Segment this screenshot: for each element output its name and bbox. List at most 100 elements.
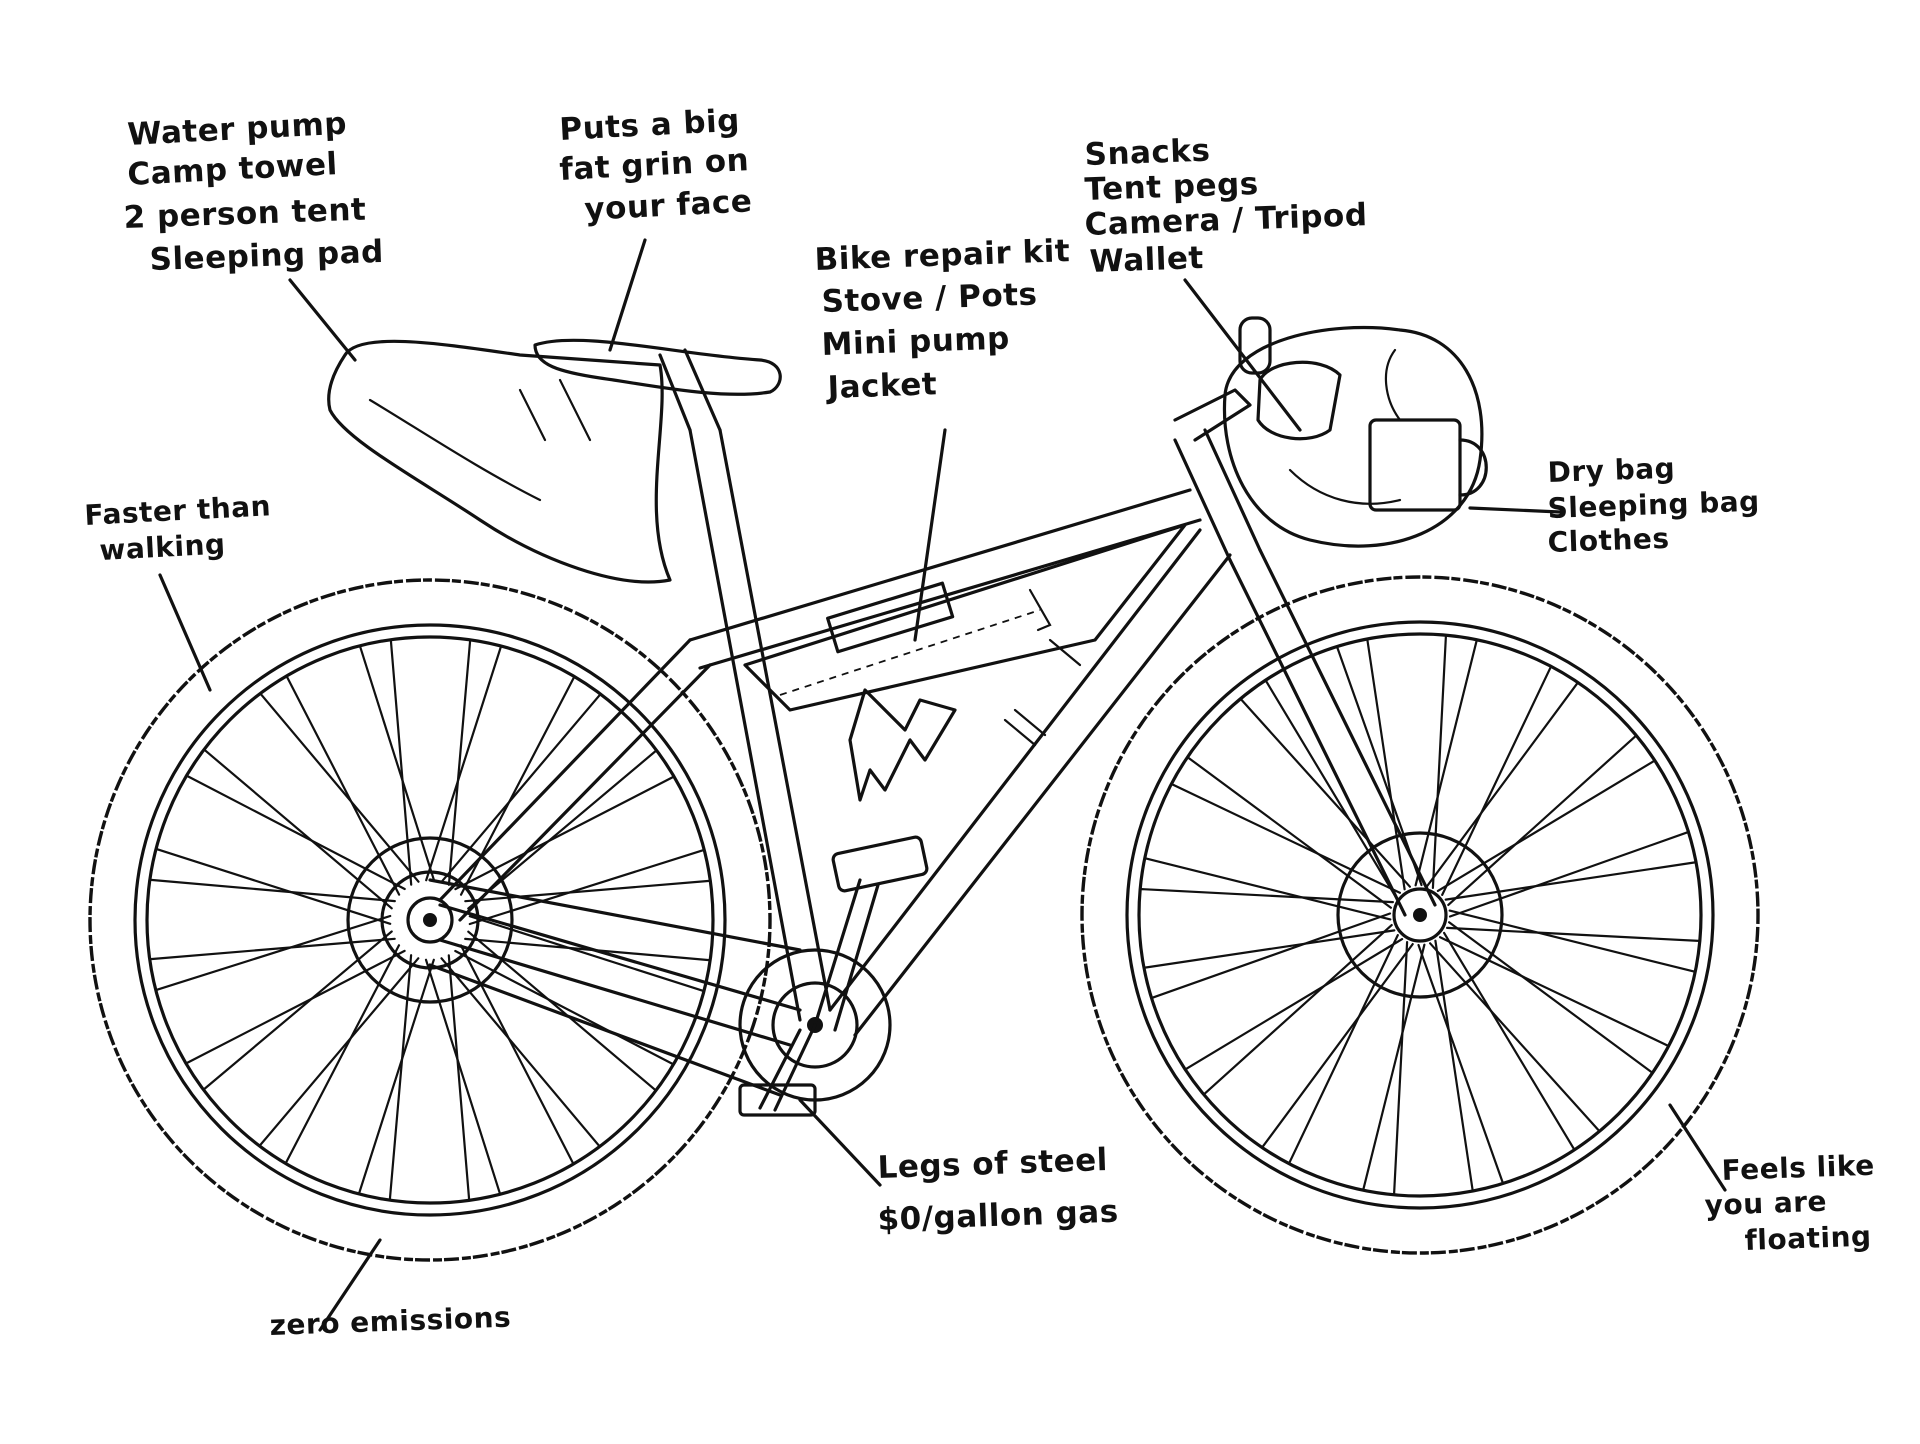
drivetrain xyxy=(428,835,929,1117)
rear-hub xyxy=(406,896,454,944)
annotation-pedals-2: $0/gallon gas xyxy=(877,1194,1119,1238)
seat-post xyxy=(658,348,722,432)
leader-lines xyxy=(158,238,1727,1332)
spoke xyxy=(285,944,401,1164)
spoke xyxy=(1336,646,1423,887)
rear-rim xyxy=(145,635,715,1205)
spoke xyxy=(459,944,575,1165)
spoke xyxy=(259,693,420,883)
front-tire xyxy=(1080,575,1760,1255)
annotation-saddle-2: fat grin on xyxy=(559,142,750,188)
saddle-shape xyxy=(533,338,782,396)
spoke xyxy=(424,958,501,1195)
head-tube xyxy=(1173,428,1262,562)
annotation-saddle-3: your face xyxy=(584,183,754,228)
seat-stay xyxy=(438,638,712,922)
spoke xyxy=(1447,735,1637,907)
frame-bag xyxy=(743,523,1187,712)
spoke xyxy=(186,774,406,891)
spoke xyxy=(155,848,392,925)
top-tube xyxy=(688,488,1202,670)
annotation-saddle-bag-4: Sleeping pad xyxy=(149,234,384,278)
spoke xyxy=(1143,929,1396,969)
spoke xyxy=(467,749,657,910)
spoke xyxy=(1140,887,1395,904)
spoke xyxy=(440,693,601,883)
rear-brake-rotor xyxy=(346,836,514,1004)
frame-bag-zipper-line xyxy=(779,609,1041,696)
annotation-rear-tire-2: walking xyxy=(99,527,227,567)
rear-cassette xyxy=(380,870,480,970)
spoke xyxy=(1366,638,1406,891)
annotation-rear-tire-1: Faster than xyxy=(84,489,272,532)
leader-front-tire xyxy=(1668,1103,1727,1192)
spoke xyxy=(1151,912,1392,999)
pedal-top xyxy=(831,835,929,893)
spoke xyxy=(1362,943,1426,1191)
front-spokes xyxy=(1140,635,1700,1195)
spoke xyxy=(1417,943,1504,1184)
annotation-frame-bag-4: Jacket xyxy=(825,366,938,406)
fork xyxy=(1228,548,1437,917)
chain-top xyxy=(428,878,802,952)
spoke xyxy=(389,639,413,886)
spoke xyxy=(468,849,705,926)
annotation-frame-bag-2: Stove / Pots xyxy=(821,276,1038,320)
spoke xyxy=(1431,635,1448,890)
front-tire-inner xyxy=(1125,620,1715,1210)
frame-bag-zipper xyxy=(1028,588,1052,632)
spoke xyxy=(1426,682,1579,888)
spoke xyxy=(1144,857,1392,921)
chainring-inner xyxy=(771,981,859,1069)
spoke xyxy=(1441,666,1552,897)
rear-tire xyxy=(88,578,772,1262)
chain-bottom xyxy=(428,963,782,1097)
spoke xyxy=(185,949,406,1065)
chain-stay xyxy=(438,903,802,1047)
spoke xyxy=(359,645,436,882)
front-axle xyxy=(1413,908,1427,922)
spoke xyxy=(454,775,675,891)
camp-mug-body xyxy=(1368,418,1462,512)
annotation-handlebar-roll-1: Dry bag xyxy=(1547,452,1676,489)
annotation-frame-bag-1: Bike repair kit xyxy=(814,233,1071,278)
annotation-saddle-bag-2: Camp towel xyxy=(127,146,339,193)
saddle-bag-strap xyxy=(518,378,592,442)
spoke xyxy=(1261,942,1414,1148)
frame xyxy=(438,316,1437,1047)
leader-rear-tire xyxy=(158,573,212,692)
spoke xyxy=(1428,942,1600,1132)
spoke xyxy=(425,645,502,882)
annotation-handlebar-pack-2: Tent pegs xyxy=(1084,166,1259,208)
front-wheel xyxy=(1080,575,1760,1255)
crank-arm-lower xyxy=(758,1023,817,1112)
spoke xyxy=(1288,933,1399,1164)
leader-handlebar-pack xyxy=(1183,278,1302,432)
spoke xyxy=(203,749,393,910)
spoke xyxy=(440,957,601,1147)
spoke xyxy=(1187,756,1393,909)
annotation-handlebar-roll-3: Clothes xyxy=(1547,522,1670,559)
camp-mug xyxy=(1368,348,1488,512)
handlebar-roll-fold xyxy=(1288,468,1402,505)
rear-tire-inner xyxy=(133,623,727,1217)
down-tube-strap xyxy=(1003,708,1047,747)
annotation-front-tire-2: you are xyxy=(1704,1185,1827,1222)
spoke xyxy=(259,957,420,1147)
annotation-saddle-bag-1: Water pump xyxy=(127,106,348,153)
spoke xyxy=(1184,937,1404,1071)
annotation-handlebar-pack-1: Snacks xyxy=(1084,133,1211,173)
leader-pedals xyxy=(798,1098,882,1187)
spoke xyxy=(447,954,471,1201)
spoke xyxy=(1448,909,1696,973)
rear-spokes xyxy=(149,639,711,1201)
spoke xyxy=(1445,926,1700,943)
leader-handlebar-roll xyxy=(1468,506,1562,514)
spoke xyxy=(1264,679,1398,899)
annotation-handlebar-pack-4: Wallet xyxy=(1089,240,1204,280)
spoke xyxy=(388,954,413,1201)
annotation-saddle-bag-3: 2 person tent xyxy=(123,192,367,236)
crank-arm xyxy=(813,878,880,1032)
spoke xyxy=(1442,931,1576,1151)
annotation-saddle-1: Puts a big xyxy=(559,103,741,148)
